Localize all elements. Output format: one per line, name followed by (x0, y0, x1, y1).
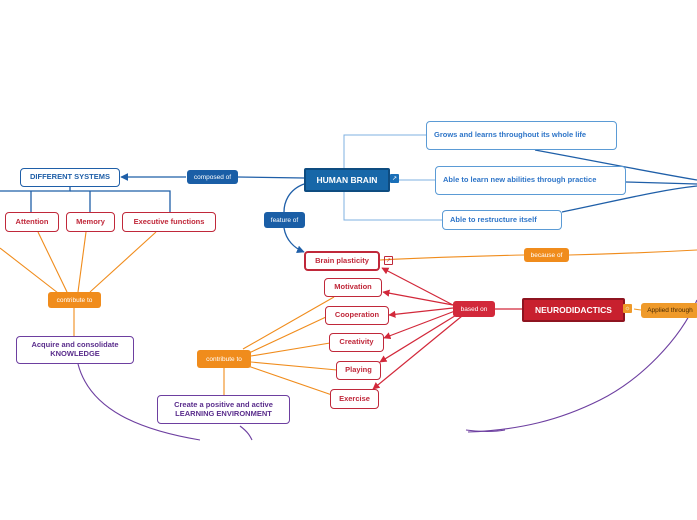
motivation-node[interactable]: Motivation (324, 278, 382, 297)
executive-functions-node[interactable]: Executive functions (122, 212, 216, 232)
restructure-node[interactable]: Able to restructure itself (442, 210, 562, 230)
amber-connectors (633, 308, 642, 311)
brain-plasticity-node[interactable]: Brain plasticity (304, 251, 380, 271)
orange-connectors (0, 231, 697, 396)
cooperation-node[interactable]: Cooperation (325, 306, 389, 325)
playing-node[interactable]: Playing (336, 361, 381, 380)
because-of-link[interactable]: because of (524, 248, 569, 262)
learn-new-abilities-node[interactable]: Able to learn new abilities through prac… (435, 166, 626, 195)
sun-icon[interactable]: ☼ (623, 304, 632, 313)
grows-learns-node[interactable]: Grows and learns throughout its whole li… (426, 121, 617, 150)
acquire-knowledge-node[interactable]: Acquire and consolidate KNOWLEDGE (16, 336, 134, 364)
external-link-icon[interactable]: ↗ (384, 256, 393, 265)
human-brain-node[interactable]: HUMAN BRAIN (304, 168, 390, 192)
composed-of-link[interactable]: composed of (187, 170, 238, 184)
memory-node[interactable]: Memory (66, 212, 115, 232)
creativity-node[interactable]: Creativity (329, 333, 384, 352)
based-on-link[interactable]: based on (453, 301, 495, 317)
external-link-icon[interactable]: ↗ (390, 174, 399, 183)
different-systems-node[interactable]: DIFFERENT SYSTEMS (20, 168, 120, 187)
red-connectors (372, 267, 522, 390)
contribute-to-link-2[interactable]: contribute to (197, 350, 251, 368)
exercise-node[interactable]: Exercise (330, 389, 379, 409)
feature-of-link[interactable]: feature of (264, 212, 305, 228)
applied-through-link[interactable]: Applied through (641, 303, 697, 318)
attention-node[interactable]: Attention (5, 212, 59, 232)
learning-environment-node[interactable]: Create a positive and active LEARNING EN… (157, 395, 290, 424)
purple-connectors (77, 299, 697, 441)
contribute-to-link-1[interactable]: contribute to (48, 292, 101, 308)
neurodidactics-node[interactable]: NEURODIDACTICS (522, 298, 625, 322)
